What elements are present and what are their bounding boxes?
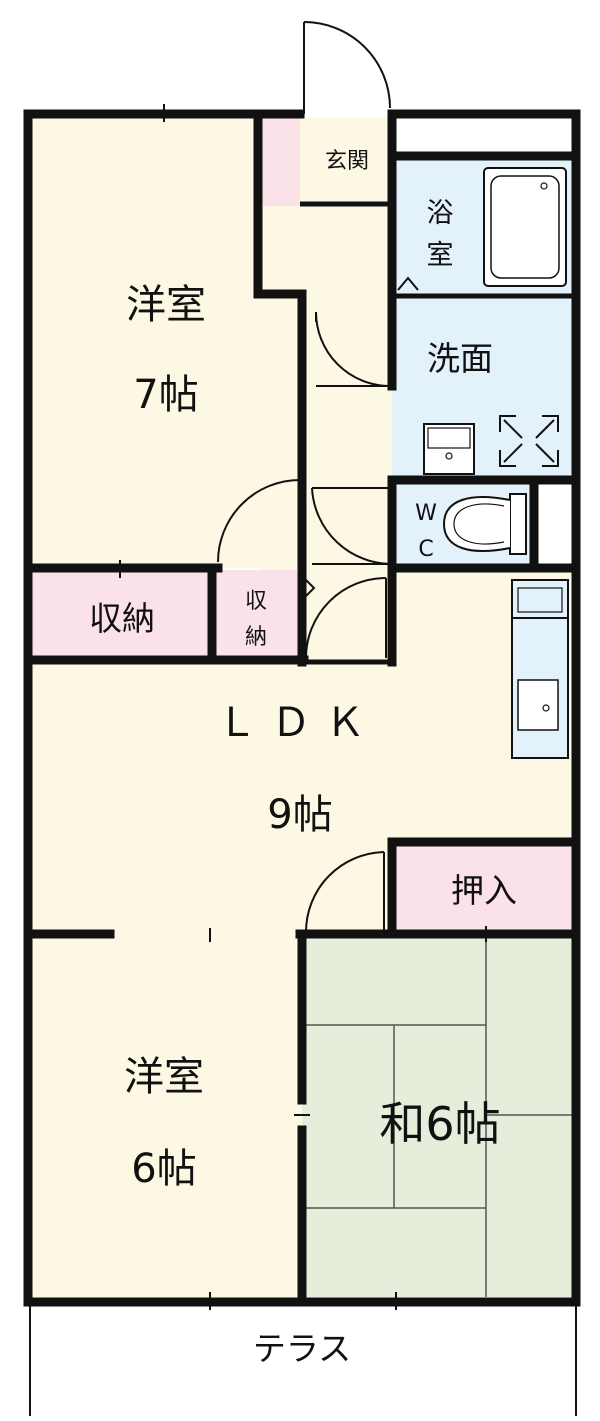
washroom-floor [392,296,572,478]
japanese-room-floor [302,935,574,1297]
terrace-label: テラス [253,1329,351,1368]
storage-2-label-1: 収 [245,589,267,614]
bath-label-2: 室 [427,240,454,271]
genkan-floor [300,118,392,206]
washroom-label: 洗面 [427,339,493,378]
western-7-size: 7帖 [133,372,198,418]
washroom-door [315,311,392,387]
genkan-label: 玄関 [325,149,369,174]
tatami-lines [302,935,574,1297]
bathtub-icon [483,167,567,287]
terrace-area [30,1300,578,1418]
western-6-name: 洋室 [124,1054,204,1100]
storage-2-hinge [303,577,316,599]
storage-1-floor-top [32,570,212,660]
storage-1-label: 収納 [89,599,155,638]
terrace-outline [29,1306,577,1416]
front-door [303,21,391,114]
wc-door [311,487,393,566]
ldk-size: 9帖 [267,792,332,838]
oshiire-label: 押入 [451,871,517,910]
bath-step-icon [397,276,419,291]
western-7-name: 洋室 [126,282,206,328]
walls [23,109,581,1307]
oshiire-floor [392,842,572,934]
western-6-door [305,851,385,933]
kitchen-counter-icon [511,579,569,759]
ldk-name: ＬＤＫ [217,700,379,746]
wash-basin-icon [423,423,475,475]
storage-2-door [305,577,387,659]
storage-2-floor-top [214,570,300,660]
western-6-size: 6帖 [131,1146,196,1192]
bath-label-1: 浴 [427,198,454,229]
toilet-icon [442,493,527,555]
wc-label-c: C [418,537,433,562]
genkan-step [260,118,300,206]
storage-2-label-2: 納 [245,625,267,650]
wc-label-w: W [415,501,437,526]
washing-machine-space-icon [499,415,559,467]
western-room-6-floor [32,935,302,1297]
japanese-room-label: 和6帖 [379,1097,500,1151]
corridor-floor-lower [300,570,392,662]
